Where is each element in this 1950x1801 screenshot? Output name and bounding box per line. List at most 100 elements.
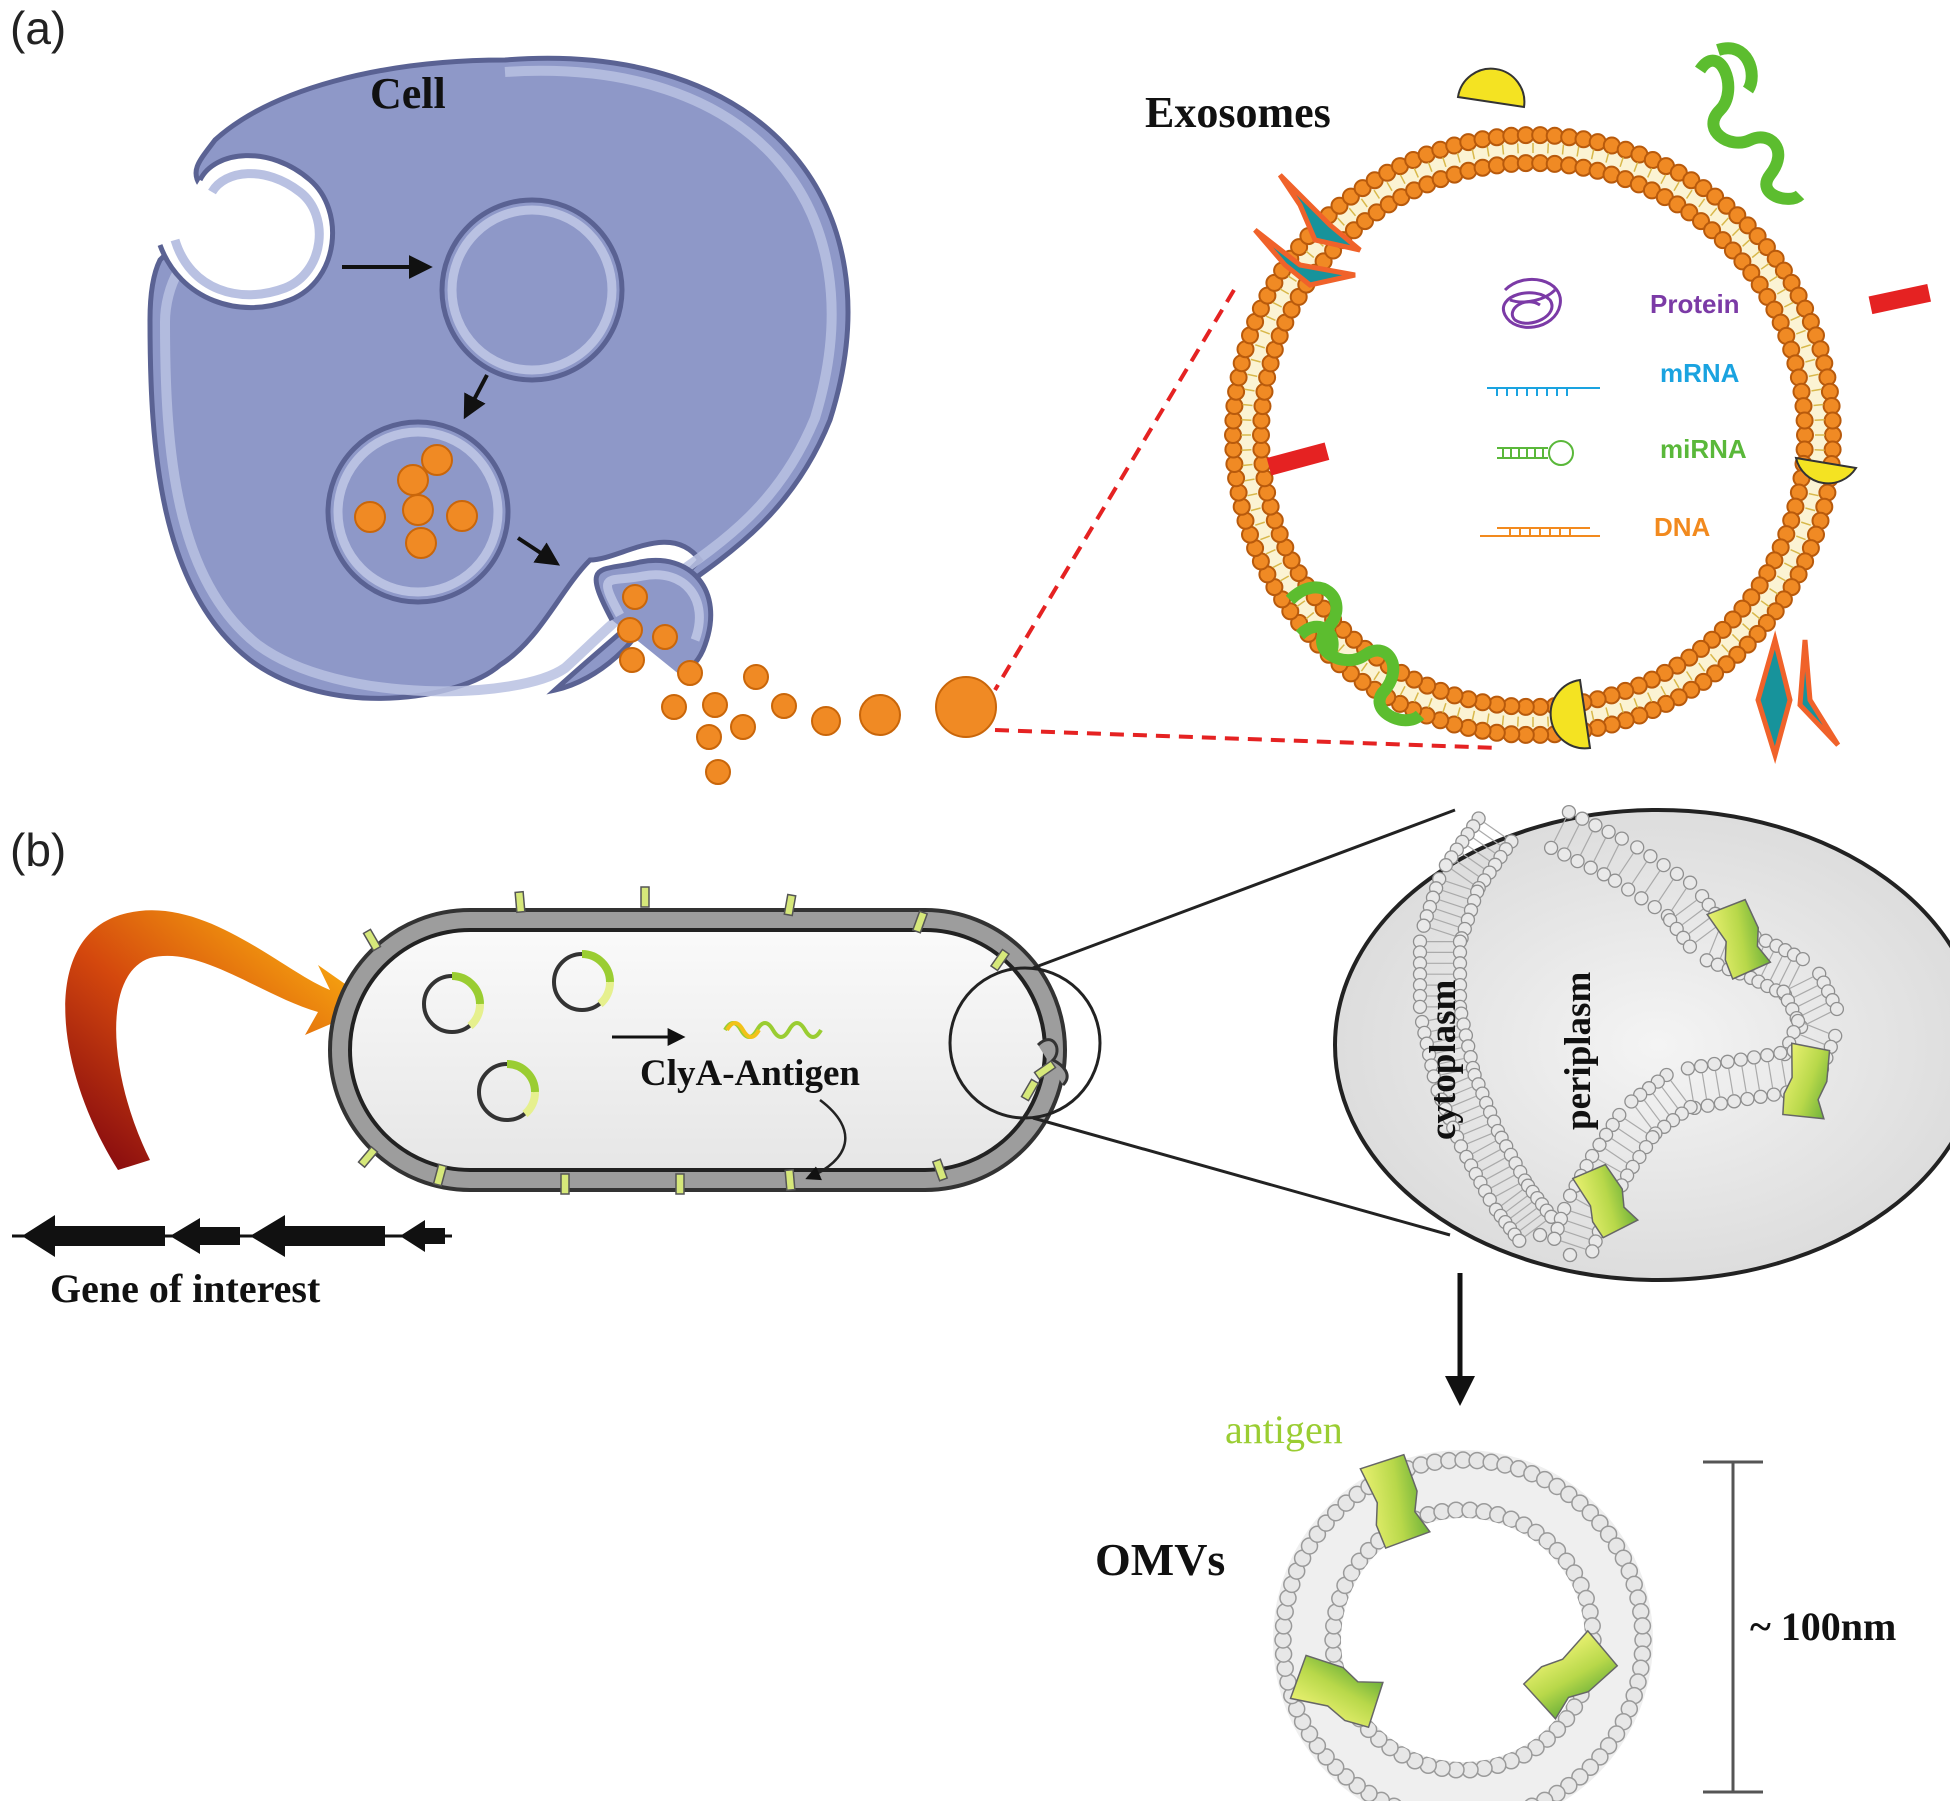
lipid-tail <box>1296 600 1306 608</box>
lipid-tail <box>1501 715 1505 726</box>
lipid-tail <box>1605 152 1610 163</box>
lipid-head <box>1524 1797 1539 1801</box>
lipid-tail <box>1244 388 1255 392</box>
omv <box>1273 1450 1653 1801</box>
lipid-head <box>1693 1059 1709 1074</box>
surface-antigen <box>357 1145 379 1169</box>
lipid-tail <box>1348 207 1357 217</box>
gene-track <box>12 1215 452 1257</box>
omv-lumen <box>1341 1518 1585 1762</box>
lipid-head <box>1253 397 1272 416</box>
lipid-head <box>1487 128 1506 147</box>
lipid-tail <box>1305 250 1315 259</box>
surface-antigen <box>1033 1059 1057 1081</box>
lipid-tail <box>1787 965 1801 989</box>
lipid-head <box>1829 1001 1845 1017</box>
lipid-tail <box>1808 492 1819 497</box>
lipid-head <box>1638 1139 1654 1155</box>
lipid-tail <box>1695 926 1717 943</box>
lipid-tail <box>1590 710 1595 721</box>
lipid-tail <box>1688 917 1711 935</box>
lipid-tail <box>1631 861 1647 885</box>
lipid-head <box>1545 126 1564 145</box>
lipid-tail <box>1443 1077 1469 1089</box>
lipid-head <box>1557 847 1572 862</box>
lipid-head <box>1633 1617 1652 1635</box>
scale-label: ~ 100nm <box>1750 1604 1896 1649</box>
lipid-head <box>1574 130 1593 149</box>
lipid-tail <box>1524 1220 1547 1238</box>
arrowhead-protein <box>1253 173 1841 764</box>
lipid-tail <box>1486 146 1490 157</box>
lipid-tail <box>1813 403 1824 407</box>
lipid-tail <box>1688 1075 1694 1102</box>
lipid-tail <box>1604 1148 1628 1164</box>
bacterium: ClyA-Antigen <box>328 886 1102 1195</box>
lipid-tail <box>1451 868 1474 885</box>
lipid-tail <box>1708 929 1720 955</box>
lipid-tail <box>1670 1080 1687 1102</box>
cell-label: Cell <box>370 69 446 118</box>
bacterium-inner-membrane <box>348 928 1047 1172</box>
lipid-tail <box>1242 403 1253 407</box>
lipid-tail <box>1519 1214 1542 1231</box>
lipid-tail <box>1790 549 1801 555</box>
lipid-head <box>1692 639 1710 658</box>
lipid-head <box>1601 824 1616 840</box>
lipid-head <box>1592 1137 1607 1152</box>
lipid-tail <box>1486 1166 1510 1180</box>
lipid-head <box>1792 382 1811 401</box>
lipid-head <box>1630 840 1645 855</box>
lipid-tail <box>1279 575 1290 582</box>
membrane-zoom: cytoplasm periplasm <box>1333 804 1950 1282</box>
lipid-tail <box>1360 198 1368 208</box>
lipid-head <box>1356 212 1374 231</box>
lipid-head <box>1255 469 1274 488</box>
lipid-tail <box>1456 707 1461 718</box>
lipid-tail <box>1754 1064 1760 1090</box>
lipid-tail <box>1606 844 1620 869</box>
lipid-tail <box>1451 1095 1477 1107</box>
lipid-tail <box>1442 702 1447 713</box>
lipid-tail <box>1619 702 1624 713</box>
lipid-tail <box>1430 927 1456 937</box>
lipid-head <box>1229 483 1248 502</box>
lipid-tail <box>1643 1100 1661 1122</box>
surface-antigen <box>783 893 797 917</box>
lipid-tail <box>1807 1011 1831 1025</box>
lipid-head <box>1643 849 1658 864</box>
lipid-tail <box>1386 181 1393 192</box>
fusing-mvb-membrane <box>603 570 704 642</box>
multivesicular-body-membrane <box>333 427 503 597</box>
lipid-head <box>1583 860 1598 875</box>
lipid-tail <box>1516 716 1519 727</box>
lipid-head <box>1632 1149 1647 1165</box>
lipid-tail <box>1242 463 1253 467</box>
surface-antigen <box>931 1158 949 1182</box>
lipid-tail <box>1790 315 1801 321</box>
zoom-ellipse <box>1333 808 1950 1282</box>
lipid-tail <box>1647 167 1653 178</box>
periplasm-label: periplasm <box>1558 972 1599 1130</box>
surface-antigen <box>432 1163 448 1187</box>
lipid-tail <box>1808 373 1819 378</box>
lipid-head <box>1656 857 1671 873</box>
lipid-tail <box>1501 1189 1523 1206</box>
lipid-head <box>1607 873 1623 888</box>
lipid-head <box>1532 1227 1548 1243</box>
gene-arrow <box>170 1218 240 1254</box>
lipid-tail <box>1781 1059 1787 1086</box>
lipid-tail <box>1547 716 1550 727</box>
lipid-tail <box>1413 692 1419 703</box>
lipid-tail <box>1566 824 1580 849</box>
lipid-head <box>1621 882 1636 897</box>
lipid-tail <box>1673 181 1680 192</box>
lipid-tail <box>1709 207 1718 217</box>
lipid-head <box>1700 1098 1715 1113</box>
lipid-tail <box>1373 671 1381 681</box>
exosome-outer-lipid-heads <box>1224 126 1842 744</box>
lipid-tail <box>1714 1070 1721 1097</box>
lipid-tail <box>1805 507 1816 512</box>
gene-insertion-arrow <box>65 910 376 1170</box>
lipid-tail <box>1471 149 1476 160</box>
